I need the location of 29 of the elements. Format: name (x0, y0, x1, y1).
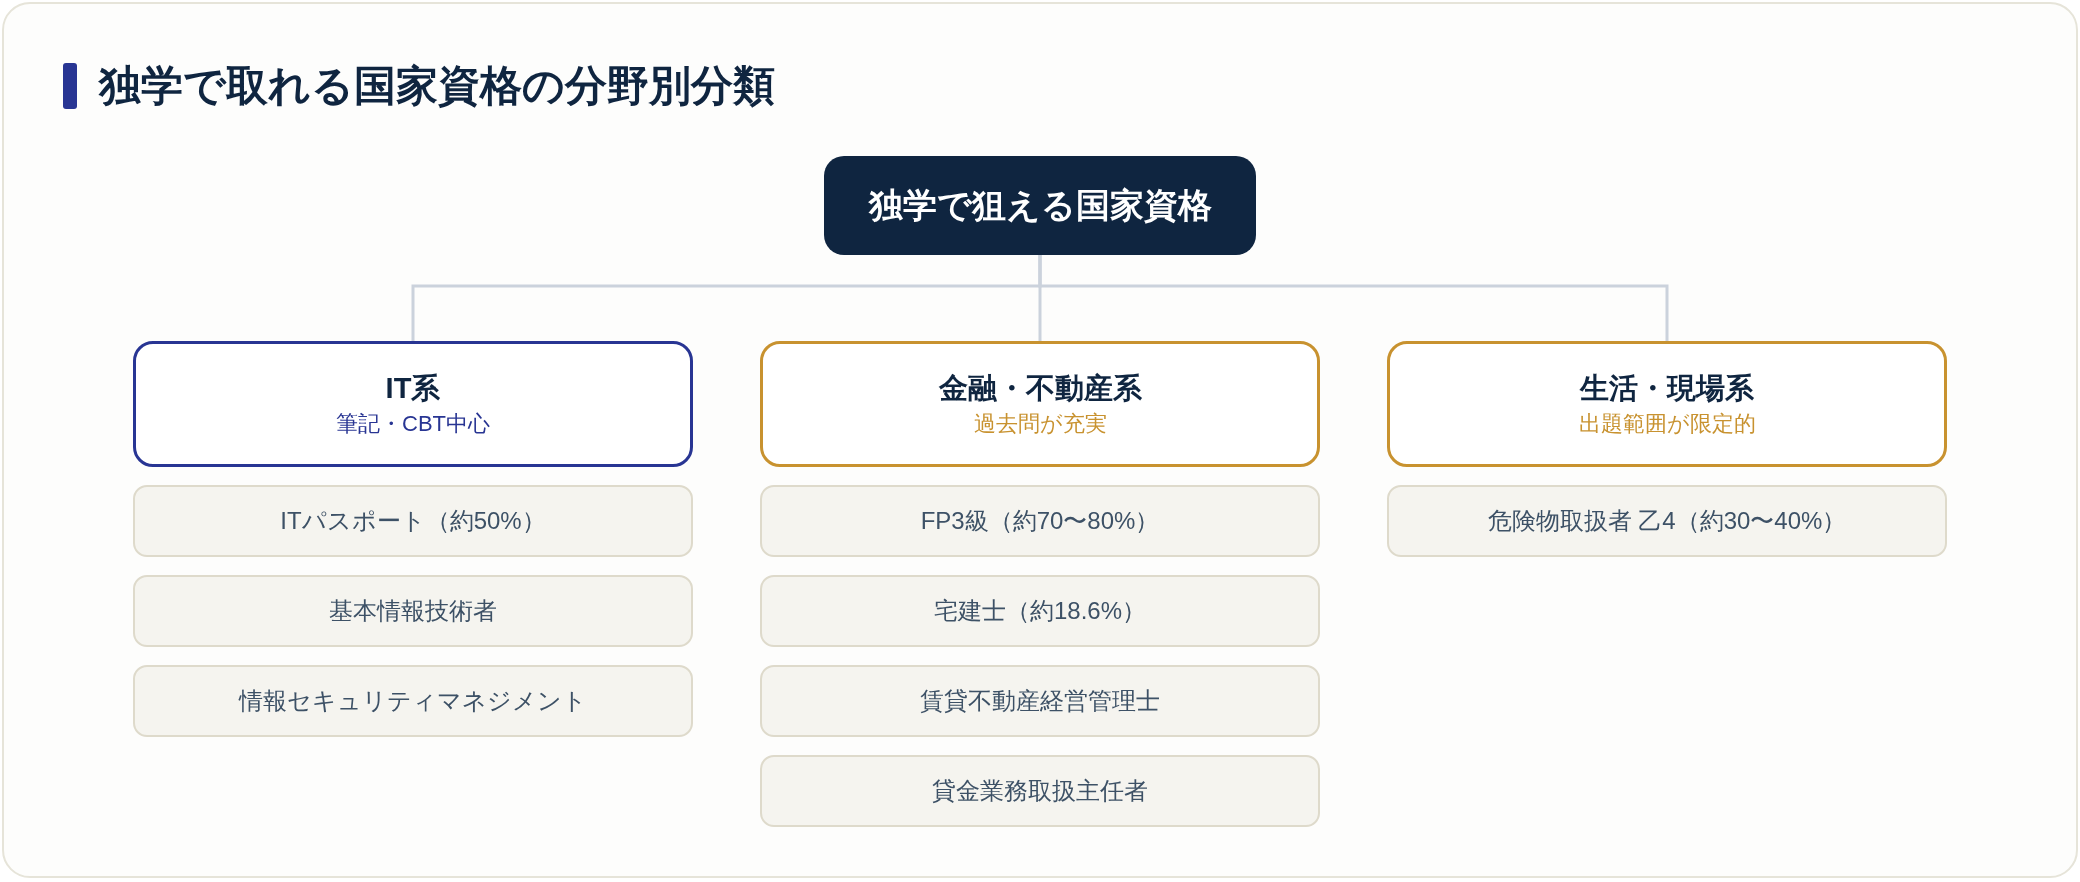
qualification-card (1387, 485, 1947, 557)
category-heading: IT系 (385, 371, 441, 406)
qualification-name: 賃貸不動産経営管理士 (920, 686, 1160, 716)
qualification-card (760, 575, 1320, 647)
qualification-name: ITパスポート（約50%） (280, 506, 546, 536)
diagram-title: 独学で取れる国家資格の分野別分類 (99, 61, 775, 111)
category-heading: 金融・不動産系 (938, 371, 1142, 406)
qualification-card (760, 755, 1320, 827)
category-subtitle: 過去問が充実 (973, 410, 1107, 438)
category-subtitle: 出題範囲が限定的 (1578, 410, 1756, 438)
qualification-name: FP3級（約70〜80%） (920, 506, 1160, 536)
category-card (133, 341, 693, 467)
qualification-name: 基本情報技術者 (329, 596, 497, 626)
category-card (760, 341, 1320, 467)
category-heading: 生活・現場系 (1580, 371, 1754, 406)
qualification-name: 危険物取扱者 乙4（約30〜40%） (1487, 506, 1847, 536)
qualification-name: 宅建士（約18.6%） (933, 596, 1147, 626)
qualification-card (133, 485, 693, 557)
qualification-name: 貸金業務取扱主任者 (932, 776, 1148, 806)
root-node (824, 156, 1256, 255)
category-card (1387, 341, 1947, 467)
category-subtitle: 筆記・CBT中心 (336, 410, 490, 438)
qualification-card (133, 665, 693, 737)
connector-line (1038, 255, 1669, 341)
root-title: 独学で狙える国家資格 (868, 185, 1212, 227)
qualification-card (133, 575, 693, 647)
qualification-card (760, 485, 1320, 557)
qualification-card (760, 665, 1320, 737)
qualification-name: 情報セキュリティマネジメント (239, 686, 587, 716)
